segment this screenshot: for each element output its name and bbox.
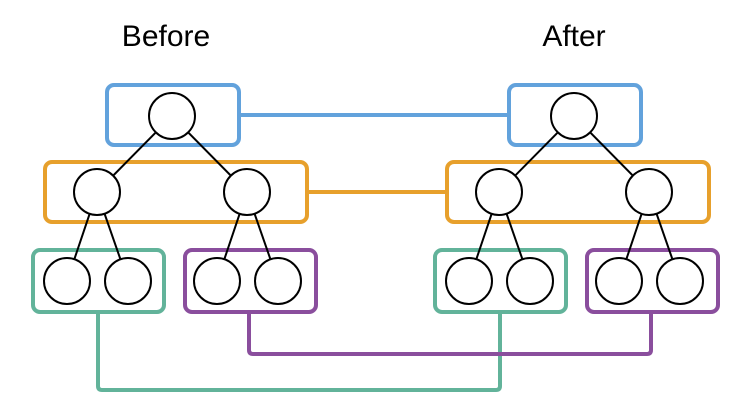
left-leaf-correspondence-link <box>96 311 502 392</box>
tree-node <box>595 257 643 305</box>
tree-node <box>254 257 302 305</box>
tree-before <box>31 83 318 314</box>
tree-node <box>445 257 493 305</box>
tree-node <box>73 168 121 216</box>
tree-node <box>656 257 704 305</box>
tree-node <box>193 257 241 305</box>
tree-node <box>506 257 554 305</box>
tree-after <box>433 83 720 314</box>
tree-node <box>223 168 271 216</box>
before-label: Before <box>121 20 211 53</box>
tree-node <box>104 257 152 305</box>
tree-node <box>148 92 196 140</box>
tree-node <box>43 257 91 305</box>
tree-node <box>550 92 598 140</box>
tree-node <box>625 168 673 216</box>
tree-node <box>475 168 523 216</box>
after-label: After <box>542 20 606 53</box>
right-leaf-correspondence-link <box>247 311 653 356</box>
